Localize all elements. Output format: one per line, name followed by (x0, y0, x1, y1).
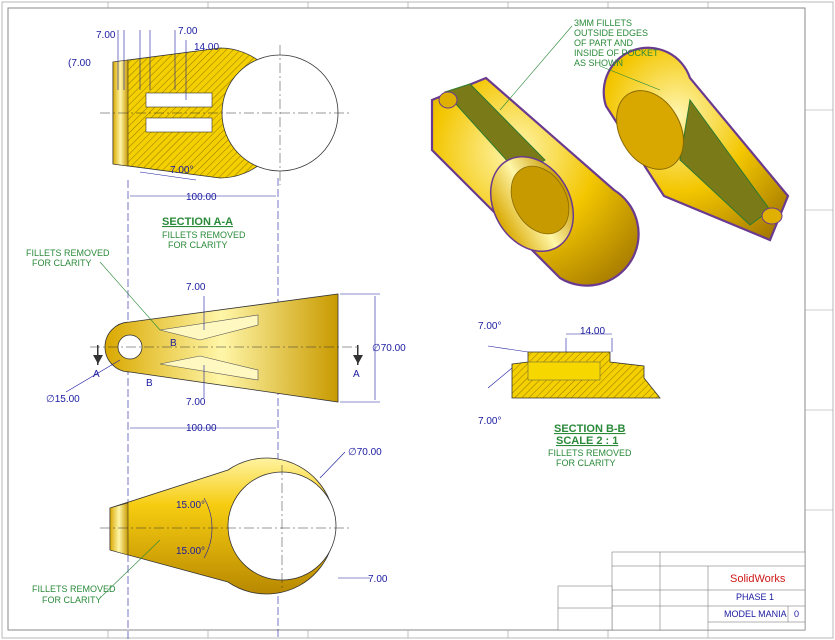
bottom-view-dimensions (203, 451, 370, 579)
section-a-a-note-1: FILLETS REMOVED (162, 230, 246, 240)
isometric-view-right (602, 46, 790, 242)
dim-top-angle: 7.00° (170, 165, 193, 176)
leader-fillets-mid (99, 261, 161, 331)
cut-line-a-arrows (93, 345, 363, 365)
section-b-b-view (511, 351, 661, 399)
dim-mid-dia15: ∅15.00 (46, 394, 80, 405)
cut-label-b-bottom: B (146, 378, 153, 389)
section-a-a-view (100, 45, 350, 185)
dim-bb-angle-top: 7.00° (478, 321, 501, 332)
section-b-b-note-1: FILLETS REMOVED (548, 448, 632, 458)
section-b-b-dimensions (487, 333, 613, 389)
dim-top-7a: 7.00 (96, 30, 116, 41)
sheet-border-inner (7, 7, 806, 631)
cut-label-a-left: A (93, 369, 100, 380)
dim-bot-angle2: 15.00° (176, 546, 205, 557)
dim-bot-7: 7.00 (368, 574, 388, 585)
dim-top-100: 100.00 (186, 192, 217, 203)
dim-bot-angle1: 15.00° (176, 500, 205, 511)
section-a-a-title: SECTION A-A (162, 216, 233, 228)
note-fillets-mid-1: FILLETS REMOVED (26, 248, 110, 258)
dim-bb-angle-bottom: 7.00° (478, 416, 501, 427)
dim-mid-7-top: 7.00 (186, 282, 206, 293)
dim-mid-dia70: ∅70.00 (372, 343, 406, 354)
dim-top-14: 14.00 (194, 42, 219, 53)
dim-top-7-paren: (7.00 (68, 58, 91, 69)
dim-mid-100: 100.00 (186, 423, 217, 434)
note-fillets-bot-2: FOR CLARITY (42, 595, 102, 605)
note-3mm-1: 3MM FILLETS (574, 18, 632, 28)
title-block-brand: SolidWorks (730, 573, 786, 585)
title-block-rev: 0 (794, 609, 799, 619)
dim-top-7b: 7.00 (178, 26, 198, 37)
note-3mm-3: OF PART AND (574, 38, 634, 48)
title-block-title: PHASE 1 (736, 592, 774, 602)
dim-bot-dia70: ∅70.00 (348, 447, 382, 458)
note-fillets-bot-1: FILLETS REMOVED (32, 584, 116, 594)
border-zone-ticks (107, 2, 833, 638)
note-fillets-mid-2: FOR CLARITY (32, 258, 92, 268)
title-block-subtitle: MODEL MANIA (724, 609, 787, 619)
top-view-dimensions (65, 293, 380, 429)
dim-bb-14: 14.00 (580, 326, 605, 337)
top-view (90, 293, 360, 403)
leader-fillets-bot (99, 539, 161, 599)
section-b-b-scale: SCALE 2 : 1 (556, 435, 618, 447)
cut-label-a-right: A (353, 369, 360, 380)
title-block (557, 551, 806, 631)
note-3mm-fillets: 3MM FILLETS OUTSIDE EDGES OF PART AND IN… (499, 18, 661, 111)
note-3mm-4: INSIDE OF POCKET (574, 48, 659, 58)
dim-mid-7-bottom: 7.00 (186, 397, 206, 408)
note-3mm-2: OUTSIDE EDGES (574, 28, 648, 38)
section-a-a-note-2: FOR CLARITY (168, 240, 228, 250)
section-b-b-note-2: FOR CLARITY (556, 458, 616, 468)
section-b-b-title: SECTION B-B (554, 423, 626, 435)
bottom-view (100, 457, 350, 595)
cut-label-b-top: B (170, 338, 177, 349)
note-3mm-5: AS SHOWN (574, 58, 623, 68)
isometric-view-left (430, 76, 640, 287)
